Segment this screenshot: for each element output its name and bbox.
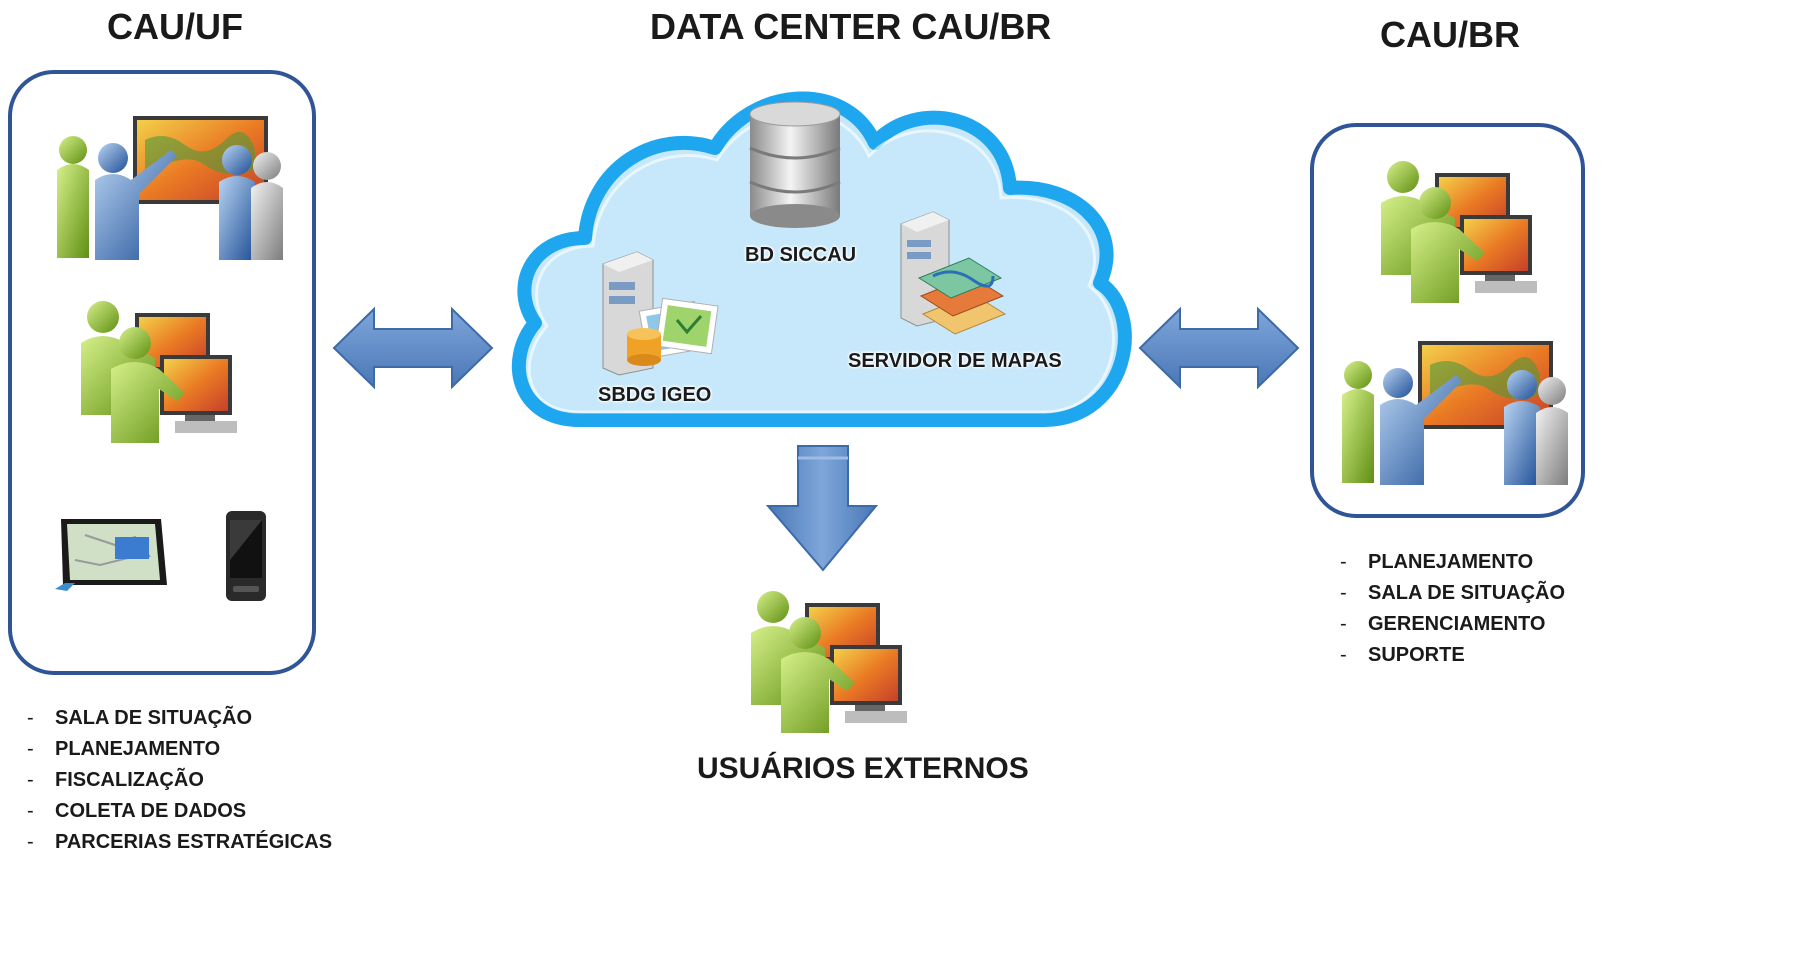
- list-item: -COLETA DE DADOS: [27, 796, 332, 827]
- list-item-label: SALA DE SITUAÇÃO: [1368, 582, 1566, 604]
- list-item-label: SUPORTE: [1368, 644, 1465, 666]
- list-dash: -: [1340, 551, 1347, 573]
- list-item: -GERENCIAMENTO: [1340, 609, 1565, 640]
- list-item-label: GERENCIAMENTO: [1368, 613, 1546, 635]
- cau-uf-activity-list: -SALA DE SITUAÇÃO-PLANEJAMENTO-FISCALIZA…: [27, 703, 332, 858]
- presentation-meeting-icon-right: [1342, 341, 1568, 485]
- cau-uf-title: CAU/UF: [107, 6, 243, 47]
- right-double-arrow: [1138, 306, 1300, 390]
- list-item-label: SALA DE SITUAÇÃO: [55, 707, 253, 729]
- users-computer-icon: [81, 301, 237, 443]
- sbdg-igeo-label: SBDG IGEO: [598, 384, 712, 406]
- list-dash: -: [27, 769, 34, 791]
- list-item-label: COLETA DE DADOS: [55, 800, 247, 822]
- users-computer-icon-right: [1381, 161, 1537, 303]
- list-dash: -: [27, 738, 34, 760]
- list-item-label: PARCERIAS ESTRATÉGICAS: [55, 831, 333, 853]
- list-item: -SUPORTE: [1340, 640, 1565, 671]
- list-item-label: FISCALIZAÇÃO: [55, 769, 204, 791]
- smartphone-icon: [226, 511, 266, 601]
- left-double-arrow: [332, 306, 494, 390]
- list-dash: -: [1340, 582, 1347, 604]
- servidor-de-mapas-label: SERVIDOR DE MAPAS: [848, 350, 1062, 372]
- list-dash: -: [27, 707, 34, 729]
- map-server-icon: [900, 211, 1007, 335]
- sbdg-server-icon: [602, 251, 719, 376]
- bd-siccau-label: BD SICCAU: [745, 244, 857, 266]
- list-dash: -: [1340, 613, 1347, 635]
- cau-br-activity-list: -PLANEJAMENTO-SALA DE SITUAÇÃO-GERENCIAM…: [1340, 547, 1565, 671]
- list-item-label: PLANEJAMENTO: [55, 738, 221, 760]
- down-arrow: [765, 445, 879, 572]
- list-item: -PARCERIAS ESTRATÉGICAS: [27, 827, 332, 858]
- external-users-icon: [751, 591, 907, 733]
- list-dash: -: [1340, 644, 1347, 666]
- external-users-label: USUÁRIOS EXTERNOS: [697, 752, 1029, 785]
- list-dash: -: [27, 800, 34, 822]
- presentation-meeting-icon: [57, 116, 283, 260]
- list-item: -PLANEJAMENTO: [1340, 547, 1565, 578]
- list-item-label: PLANEJAMENTO: [1368, 551, 1534, 573]
- database-icon: [749, 101, 841, 228]
- cau-br-title: CAU/BR: [1380, 14, 1520, 55]
- tablet-icon: [55, 519, 167, 591]
- list-dash: -: [27, 831, 34, 853]
- data-center-title: DATA CENTER CAU/BR: [650, 6, 1052, 47]
- list-item: -FISCALIZAÇÃO: [27, 765, 332, 796]
- list-item: -PLANEJAMENTO: [27, 734, 332, 765]
- list-item: -SALA DE SITUAÇÃO: [27, 703, 332, 734]
- list-item: -SALA DE SITUAÇÃO: [1340, 578, 1565, 609]
